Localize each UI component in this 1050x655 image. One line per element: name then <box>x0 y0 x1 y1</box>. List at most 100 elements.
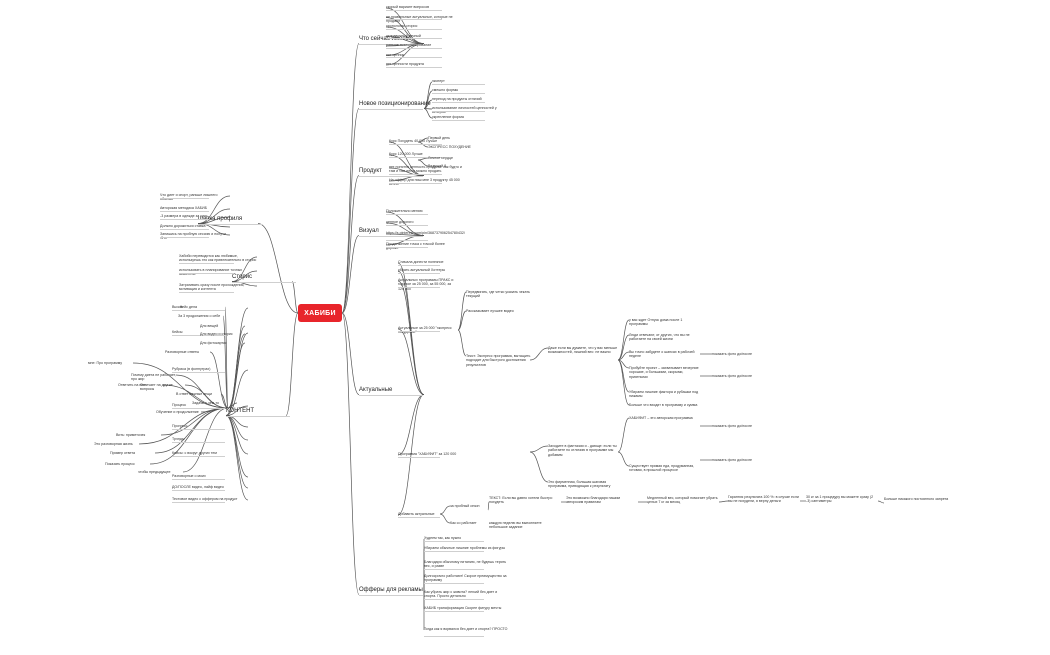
branch-child[interactable]: Вызов <box>172 305 183 309</box>
content-detail[interactable]: Для вещей <box>200 324 219 328</box>
branch-child[interactable]: Процесс <box>172 403 187 407</box>
branch-child[interactable]: Авторская методика ХАБИБ <box>160 206 207 210</box>
branch-child[interactable]: Затрагивать сразу после прохождения, мот… <box>179 283 245 292</box>
content-detail[interactable]: Для видео и сторис <box>200 332 233 336</box>
branch-child[interactable]: использование личностей ценностей у вече… <box>432 106 497 115</box>
content-detail[interactable]: Пример ответа <box>110 451 135 455</box>
actual-detail[interactable]: Больше что входит в программу и сумма <box>629 403 698 407</box>
branch-child[interactable]: Рубрика (в фоннутрах) <box>172 367 211 371</box>
content-detail[interactable]: Почему диета не работает, про жир <box>131 373 176 382</box>
actual-detail[interactable]: Существует прямая еда, продуманная, гото… <box>629 464 695 473</box>
branch-child[interactable]: Актуальные за 25 000 "экспресс похудение… <box>398 326 452 335</box>
actual-detail[interactable]: Вы точно забудете о шансах в рабочей нед… <box>629 350 695 359</box>
actual-detail[interactable]: показать фото до/после <box>712 424 753 428</box>
add-detail[interactable]: ТЕКСТ: Если вы давно хотели быстро похуд… <box>489 496 553 505</box>
branch-child[interactable]: Убираем обычные лишние проблемы из фигур… <box>424 546 506 550</box>
branch-child[interactable]: нет ценник <box>386 52 405 57</box>
branch-b5[interactable]: Офферы для рекламы <box>359 587 423 593</box>
branch-child[interactable]: Кейсы: с вокруг других тем <box>172 451 217 455</box>
branch-child[interactable]: Тестовое видео с оффером на продукт <box>172 497 238 501</box>
branch-child[interactable]: Добавить актуальные <box>398 512 435 516</box>
branch-b4[interactable]: Актуальные <box>359 387 393 393</box>
branch-child[interactable]: Прогресс <box>172 424 188 428</box>
branch-child[interactable]: нет ценности продукта <box>386 62 424 66</box>
content-detail[interactable]: Задачи с чем-то <box>192 401 220 405</box>
branch-b3[interactable]: Визуал <box>359 228 379 234</box>
branch-child[interactable]: Что диет и спорт, раньше лишнего объема <box>160 193 218 202</box>
content-detail[interactable]: Ответить на них <box>118 383 146 387</box>
branch-child[interactable]: эксперт <box>432 79 445 83</box>
branch-child[interactable]: убрать актуальный Хоттеры <box>398 268 446 272</box>
content-detail[interactable]: В ответ важные вещи <box>176 392 213 396</box>
branch-child[interactable]: раньше позиционирование <box>386 43 432 47</box>
product-detail[interactable]: ЭКСПРЕСС ПОХУДЕНИЕ <box>428 145 471 149</box>
content-detail[interactable]: Вить: приметочек <box>116 433 146 437</box>
add-detail[interactable]: Это возможно благодаря нашим авторским п… <box>566 496 620 505</box>
branch-child[interactable]: укрепление форма <box>432 115 464 119</box>
content-detail[interactable]: мне: Про программу <box>88 361 123 365</box>
actual-detail[interactable]: Пробуйте проект – захватывает вечерние х… <box>629 366 699 379</box>
content-detail[interactable]: Разговорные ответы <box>165 350 200 354</box>
add-detail[interactable]: Гарантия результата 100 %: в случае если… <box>728 495 799 504</box>
actual-detail[interactable]: Заходите в фантазии и - дающе: если ты р… <box>548 444 617 457</box>
branch-child[interactable]: Должно дорожиться ставка <box>160 224 206 228</box>
branch-child[interactable]: переход на продукты отличий <box>432 97 482 101</box>
branch-child[interactable]: Тогда как я ворвался без диет и спорта? … <box>424 627 508 631</box>
branch-child[interactable]: Продолжение точка с точкой более дороже <box>386 242 445 251</box>
branch-b7[interactable]: Сторис <box>232 274 253 280</box>
actual-detail[interactable]: ХАБИФИТ – это авторская программа <box>629 416 693 420</box>
branch-child[interactable]: Курс 120 000 Лучше <box>389 152 423 156</box>
branch-child[interactable]: Хабиби переводится как любимые, использу… <box>179 254 257 263</box>
content-detail[interactable]: Это разговорная жизнь <box>94 442 133 446</box>
actual-detail[interactable]: показать фото до/после <box>712 352 753 356</box>
branch-child[interactable]: https://s.pinterest.com/pin/368737906254… <box>386 231 465 235</box>
branch-child[interactable]: использовать в планирование точных момен… <box>179 268 243 277</box>
branch-child[interactable]: не правильные актуальные, которые не про… <box>386 14 453 23</box>
content-detail[interactable]: Показать процесс <box>105 462 135 466</box>
add-detail[interactable]: Медленный вес, который помогает убрать ц… <box>647 496 718 505</box>
actual-detail[interactable]: Люди отвечают, от других, что вы не рабо… <box>629 333 690 342</box>
actual-detail[interactable]: Рассказывает лучшее видео <box>466 309 514 313</box>
branch-child[interactable]: Запишись на пробную сессию и получи -5 к… <box>160 232 226 241</box>
actual-detail[interactable]: у вас ждет Отпуск дома после 1 программы <box>629 318 683 327</box>
actual-detail[interactable]: показать фото до/после <box>712 374 753 378</box>
add-detail[interactable]: каждую неделю вы выполняете небольшое за… <box>489 521 542 530</box>
branch-b0[interactable]: Что сейчас имеем <box>359 36 410 42</box>
product-detail[interactable]: Личное сердце <box>428 156 454 160</box>
branch-child[interactable]: Кейсы <box>172 330 183 334</box>
content-detail[interactable]: За 3 продолжения о себе <box>178 314 221 318</box>
branch-child[interactable]: Программа "ХАБИФИТ" за 120 000 <box>398 452 457 456</box>
branch-child[interactable]: Актуальных программы ПРАКС и годовое за … <box>398 278 454 291</box>
branch-child[interactable]: Трэнды <box>172 437 185 441</box>
branch-child[interactable]: ДО/ПОСЛЕ видео, лайф видео <box>172 485 224 489</box>
actual-detail[interactable]: показать фото до/после <box>712 458 753 462</box>
content-detail[interactable]: Кейс дела <box>180 305 197 309</box>
branch-child[interactable]: отправочный вечный <box>386 33 421 38</box>
branch-child[interactable]: скорый вариант вопросов <box>386 5 430 9</box>
content-detail[interactable]: Для фотокартки <box>200 341 227 345</box>
add-detail[interactable]: Больше никакого постоянного запрета <box>884 497 949 501</box>
branch-child[interactable]: Разговорные о моих <box>172 474 206 478</box>
branch-child[interactable]: нет понятно ценность продукта: как будто… <box>389 165 462 174</box>
product-detail[interactable]: Первый день <box>428 136 451 140</box>
branch-child[interactable]: Худеем так, как нужно <box>424 536 462 540</box>
branch-b1[interactable]: Новое позиционирование <box>359 101 431 107</box>
branch-child[interactable]: На оффер для ниш мне 3 продукту 45 000 в… <box>389 178 460 187</box>
branch-b6[interactable]: шапка профиля <box>198 216 243 222</box>
actual-detail[interactable]: Это фирменная, большая шаговая программа… <box>548 480 611 489</box>
branch-child[interactable]: ХАБИБ трансформация Скорее фигуру мечты <box>424 606 502 610</box>
branch-child[interactable]: ценное дорогого <box>386 220 414 224</box>
actual-detail[interactable]: Передвигать, где четко указать чекать те… <box>466 290 530 299</box>
root-node[interactable]: ХАБИБИ <box>298 304 342 322</box>
branch-child[interactable]: хронологии сторис <box>386 24 418 28</box>
actual-detail[interactable]: Текст: Экспресс программа, вытащить подх… <box>466 354 531 367</box>
actual-detail[interactable]: Убираем лишние фактора и рубашки под пиж… <box>629 390 699 399</box>
content-detail[interactable]: Отвечает на другие вопросы <box>140 383 173 392</box>
product-detail[interactable]: Ведущий 8 <box>428 164 447 168</box>
branch-child[interactable]: Курс Похудеть 40 000 Лучше <box>389 139 438 143</box>
actual-detail[interactable]: Даже если вы думаете, что у вас меньше в… <box>548 346 618 355</box>
add-detail[interactable]: за пробный сезон <box>450 504 480 508</box>
branch-child[interactable]: Положительно меняю <box>386 209 423 213</box>
branch-child[interactable]: Как убрать жир с живота? легкий без диет… <box>424 590 498 599</box>
content-detail[interactable]: чтобы предыдущее <box>138 470 171 474</box>
